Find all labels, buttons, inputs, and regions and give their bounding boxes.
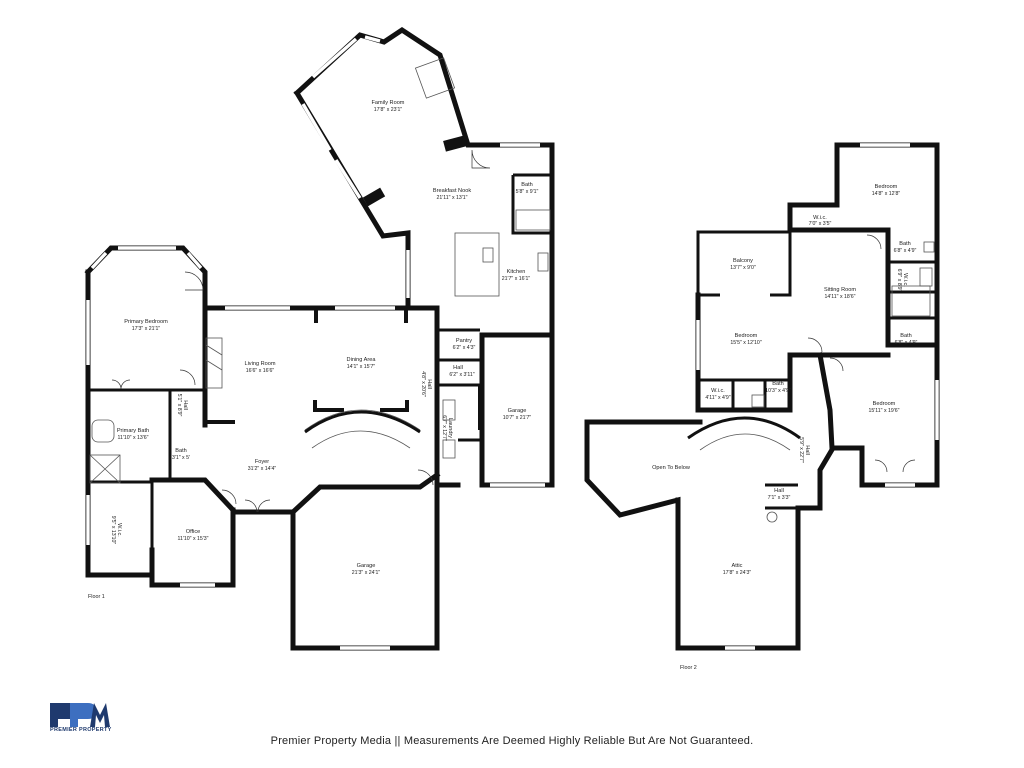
room-name-laundry: Laundry xyxy=(447,418,453,438)
room-name-pantry: Pantry xyxy=(456,338,472,344)
room-name-hall-2a: Hall xyxy=(804,445,810,455)
floor-2-windows xyxy=(696,143,939,650)
room-name-wic-2a: W.i.c. xyxy=(813,215,827,221)
room-name-garage-large: Garage xyxy=(357,563,376,569)
footer-disclaimer: Premier Property Media || Measurements A… xyxy=(270,735,754,747)
room-name-wic-1: W.i.c. xyxy=(116,523,122,537)
room-dims-breakfast-nook: 21'11" x 13'1" xyxy=(437,195,468,201)
room-name-bath-2c: Bath xyxy=(772,381,784,387)
logo-text: PREMIER PROPERTY xyxy=(50,727,112,733)
room-dims-bedroom-2c: 15'11" x 19'6" xyxy=(869,408,900,414)
room-dims-hall-2a: 5'9" x 22'7" xyxy=(798,437,804,463)
room-name-bath-2a: Bath xyxy=(899,241,911,247)
floor-2-walls xyxy=(584,142,940,651)
room-name-hall-1a: Hall xyxy=(453,365,463,371)
room-name-wic-2b: W.i.c. xyxy=(902,273,908,287)
room-name-kitchen: Kitchen xyxy=(507,269,526,275)
room-name-office: Office xyxy=(186,529,201,535)
floor-1-windows xyxy=(86,35,545,650)
room-name-wic-2c: W.i.c. xyxy=(711,388,725,394)
room-dims-sitting-room: 14'11" x 18'6" xyxy=(825,294,856,300)
room-dims-hall-2b: 7'1" x 3'3" xyxy=(768,495,791,501)
room-name-hall-2b: Hall xyxy=(774,488,784,494)
floor-1-label: Floor 1 xyxy=(88,594,105,600)
floor-2-label: Floor 2 xyxy=(680,665,697,671)
room-name-balcony: Balcony xyxy=(733,258,753,264)
floor-2-fixtures xyxy=(751,234,935,523)
room-name-garage-small: Garage xyxy=(508,408,527,414)
room-name-primary-bedroom: Primary Bedroom xyxy=(124,319,168,325)
ppm-logo xyxy=(50,703,110,727)
room-name-open-to-below: Open To Below xyxy=(652,465,691,471)
room-name-sitting-room: Sitting Room xyxy=(824,287,856,293)
room-dims-wic-2b: 6'9" x 8'9" xyxy=(896,269,902,292)
room-name-hall-1b: Hall xyxy=(426,379,432,389)
floor-1-walls xyxy=(84,27,555,651)
room-dims-hall-1b: 4'8" x 20'6" xyxy=(420,371,426,397)
room-dims-family-room: 17'8" x 23'1" xyxy=(374,107,403,113)
room-dims-bath-2a: 6'8" x 4'9" xyxy=(894,248,917,254)
room-dims-laundry: 6'7" x 12'7" xyxy=(441,415,447,441)
room-dims-wic-2c: 4'11" x 4'9" xyxy=(705,395,730,401)
room-dims-attic: 17'8" x 24'3" xyxy=(723,570,752,576)
room-dims-living-room: 16'6" x 16'6" xyxy=(246,368,275,374)
room-dims-balcony: 13'7" x 9'0" xyxy=(730,265,756,271)
room-dims-bath-2b: 6'8" x 4'9" xyxy=(895,340,918,346)
room-name-bath-1a: Bath xyxy=(521,182,533,188)
room-dims-pantry: 6'2" x 4'3" xyxy=(453,345,476,351)
room-dims-bedroom-2a: 14'8" x 12'8" xyxy=(872,191,901,197)
room-labels-floor-1: Family Room 17'8" x 23'1" Breakfast Nook… xyxy=(88,100,538,600)
room-dims-kitchen: 21'7" x 16'1" xyxy=(502,276,531,282)
room-name-bedroom-2a: Bedroom xyxy=(875,184,898,190)
room-name-bath-1b: Bath xyxy=(175,448,187,454)
room-dims-bath-2c: 10'3" x 4'9" xyxy=(765,388,791,394)
room-labels-floor-2: Bedroom 14'8" x 12'8" W.i.c. 7'0" x 3'5"… xyxy=(652,184,917,671)
room-name-hall-1c: Hall xyxy=(182,400,188,410)
room-name-attic: Attic xyxy=(732,563,743,569)
room-name-breakfast-nook: Breakfast Nook xyxy=(433,188,471,194)
room-dims-dining-area: 14'1" x 15'7" xyxy=(347,364,376,370)
room-dims-hall-1a: 6'2" x 3'11" xyxy=(449,372,474,378)
room-name-foyer: Foyer xyxy=(255,459,269,465)
floor-1-fixtures xyxy=(89,57,551,513)
room-dims-primary-bath: 11'10" x 13'6" xyxy=(118,435,149,441)
room-dims-foyer: 31'2" x 14'4" xyxy=(248,466,277,472)
room-name-bath-2b: Bath xyxy=(900,333,912,339)
room-name-bedroom-2b: Bedroom xyxy=(735,333,758,339)
room-dims-primary-bedroom: 17'3" x 21'1" xyxy=(132,326,161,332)
room-dims-bedroom-2b: 15'5" x 12'10" xyxy=(730,340,761,346)
room-dims-garage-small: 10'7" x 21'7" xyxy=(503,415,532,421)
room-name-bedroom-2c: Bedroom xyxy=(873,401,896,407)
room-dims-bath-1b: 3'1" x 5' xyxy=(172,455,190,461)
room-dims-wic-2a: 7'0" x 3'5" xyxy=(809,221,832,227)
room-dims-wic-1: 9'5" x 13'10" xyxy=(110,516,116,545)
room-dims-hall-1c: 5'1" x 8'9" xyxy=(176,394,182,417)
room-dims-office: 11'10" x 15'3" xyxy=(178,536,209,542)
room-name-living-room: Living Room xyxy=(244,361,275,367)
room-dims-bath-1a: 5'8" x 9'1" xyxy=(516,189,539,195)
room-name-family-room: Family Room xyxy=(372,100,405,106)
room-name-primary-bath: Primary Bath xyxy=(117,428,149,434)
room-name-dining-area: Dining Area xyxy=(347,357,377,363)
room-dims-garage-large: 21'3" x 24'1" xyxy=(352,570,381,576)
